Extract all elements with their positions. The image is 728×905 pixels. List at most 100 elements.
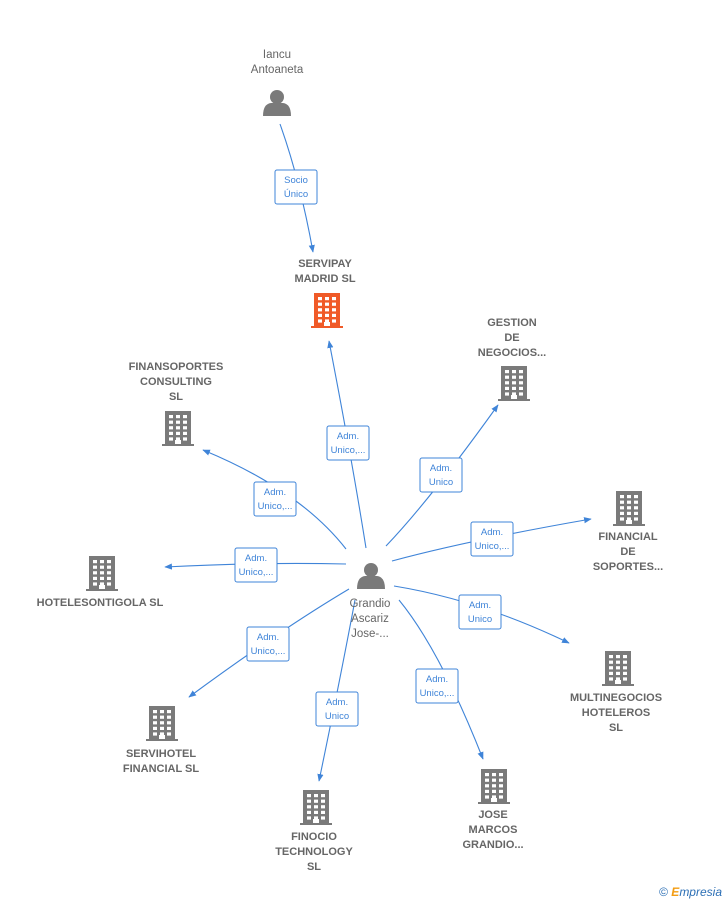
- person-icon: [357, 563, 385, 589]
- edge-grandio-to-finansoportes: Adm. Unico,...: [202, 449, 347, 550]
- node-servipay[interactable]: SERVIPAY MADRID SL: [294, 258, 356, 328]
- relation-label-box: [415, 668, 459, 704]
- node-hotelesontigola[interactable]: HOTELESONTIGOLA SL: [37, 556, 164, 609]
- edge-grandio-to-hotelesontigola: Adm. Unico,...: [164, 547, 347, 583]
- node-label-line: Grandio: [350, 598, 391, 610]
- relation-label-box: [326, 425, 370, 461]
- relation-label-text: Unico,...: [258, 501, 293, 512]
- relation-label[interactable]: Adm.Unico,...: [470, 521, 514, 557]
- relation-label[interactable]: Adm. Unico,...: [234, 547, 278, 583]
- relation-label-text: Unico: [468, 614, 492, 625]
- node-gestion[interactable]: GESTION DE NEGOCIOS...: [478, 317, 546, 401]
- node-label-line: FINOCIO: [291, 831, 337, 843]
- person-icon: [263, 90, 291, 116]
- relation-label[interactable]: Adm. Unico: [458, 594, 502, 630]
- relation-label[interactable]: Adm. Unico,...: [326, 425, 370, 461]
- relation-label-text: Unico,...: [331, 445, 366, 456]
- relation-label-text: Socio: [284, 175, 308, 186]
- node-label-line: GESTION: [487, 317, 537, 329]
- edge-grandio-to-finocio: Adm. Unico: [315, 599, 359, 782]
- node-jose-marcos[interactable]: JOSE MARCOS GRANDIO...: [462, 769, 524, 851]
- node-label-line: NEGOCIOS...: [478, 347, 546, 359]
- relation-label-text: Adm.: [245, 553, 267, 564]
- node-servihotel[interactable]: SERVIHOTEL FINANCIAL SL: [123, 706, 199, 775]
- node-label-line: SERVIPAY: [298, 258, 352, 270]
- edge-grandio-to-servihotel: Adm. Unico,...: [188, 588, 350, 698]
- relation-label[interactable]: Adm. Unico,...: [415, 668, 459, 704]
- node-label-line: GRANDIO...: [462, 839, 523, 851]
- relation-label-text: Unico: [325, 711, 349, 722]
- node-label-line: FINANCIAL SL: [123, 763, 199, 775]
- relation-label-text: Adm.: [430, 463, 452, 474]
- relation-label-text: Adm.: [481, 527, 503, 538]
- node-label-line: DE: [504, 332, 519, 344]
- relation-label[interactable]: Adm. Unico,...: [253, 481, 297, 517]
- edge-arrow: [398, 599, 484, 760]
- relation-label-box: [274, 169, 318, 205]
- relation-label-text: Adm.: [469, 600, 491, 611]
- relation-label-text: Unico,...: [420, 688, 455, 699]
- node-financial-soportes[interactable]: FINANCIAL DE SOPORTES...: [593, 491, 663, 573]
- relation-label-box: [419, 457, 463, 493]
- node-label-line: FINANSOPORTES: [129, 361, 224, 373]
- copyright-symbol: ©: [659, 885, 668, 899]
- relation-label-text: Adm.: [264, 487, 286, 498]
- node-multinegocios[interactable]: MULTINEGOCIOS HOTELEROS SL: [570, 651, 662, 734]
- node-label-line: SERVIHOTEL: [126, 748, 196, 760]
- relation-label-text: Adm.: [426, 674, 448, 685]
- relation-label-box: [234, 547, 278, 583]
- node-label-line: Antoaneta: [251, 64, 304, 76]
- node-label-line: MARCOS: [469, 824, 518, 836]
- company-building-icon: [146, 706, 178, 741]
- company-building-icon: [498, 366, 530, 401]
- relation-label-box: [253, 481, 297, 517]
- relation-label-text: Unico,...: [251, 646, 286, 657]
- node-label-line: HOTELESONTIGOLA SL: [37, 597, 164, 609]
- node-label-line: MULTINEGOCIOS: [570, 692, 662, 704]
- company-building-icon: [613, 491, 645, 526]
- node-label-line: Jose-...: [351, 628, 389, 640]
- main-company-building-icon: [311, 293, 343, 328]
- relation-label[interactable]: Adm. Unico: [315, 691, 359, 727]
- company-building-icon: [602, 651, 634, 686]
- relation-label[interactable]: Adm. Unico: [419, 457, 463, 493]
- company-building-icon: [86, 556, 118, 591]
- node-label-line: SL: [307, 861, 321, 873]
- node-label-line: MADRID SL: [294, 273, 355, 285]
- edge-arrow: [317, 599, 356, 782]
- relation-label-text: Unico,...: [239, 567, 274, 578]
- company-building-icon: [162, 411, 194, 446]
- relation-label-box: [458, 594, 502, 630]
- company-building-icon: [478, 769, 510, 804]
- relation-label-text: Adm.: [337, 431, 359, 442]
- node-grandio[interactable]: GrandioAscarizJose-...: [350, 563, 391, 640]
- relation-label-text: Unico: [429, 477, 453, 488]
- edge-grandio-to-jose_marcos: Adm. Unico,...: [398, 599, 484, 760]
- relation-label-text: Adm.: [257, 632, 279, 643]
- node-label-line: FINANCIAL: [598, 531, 658, 543]
- node-label-line: SOPORTES...: [593, 561, 663, 573]
- node-label-line: HOTELEROS: [582, 707, 650, 719]
- edge-grandio-to-financial_soportes: Adm.Unico,...: [391, 517, 592, 562]
- edge-grandio-to-gestion: Adm. Unico: [385, 404, 499, 547]
- edge-grandio-to-servipay: Adm. Unico,...: [326, 340, 370, 549]
- node-label-line: DE: [620, 546, 635, 558]
- brand-logo: Empresia: [671, 885, 722, 899]
- relation-label-box: [315, 691, 359, 727]
- relation-label-text: Único: [284, 189, 308, 200]
- node-label-line: JOSE: [478, 809, 507, 821]
- node-label-line: SL: [609, 722, 623, 734]
- company-building-icon: [300, 790, 332, 825]
- relation-label[interactable]: Adm. Unico,...: [246, 626, 290, 662]
- node-label-line: CONSULTING: [140, 376, 212, 388]
- edge-grandio-to-multinegocios: Adm. Unico: [393, 585, 570, 644]
- node-label-line: Iancu: [263, 49, 291, 61]
- relation-label-box: [470, 521, 514, 557]
- relation-label-text: Adm.: [326, 697, 348, 708]
